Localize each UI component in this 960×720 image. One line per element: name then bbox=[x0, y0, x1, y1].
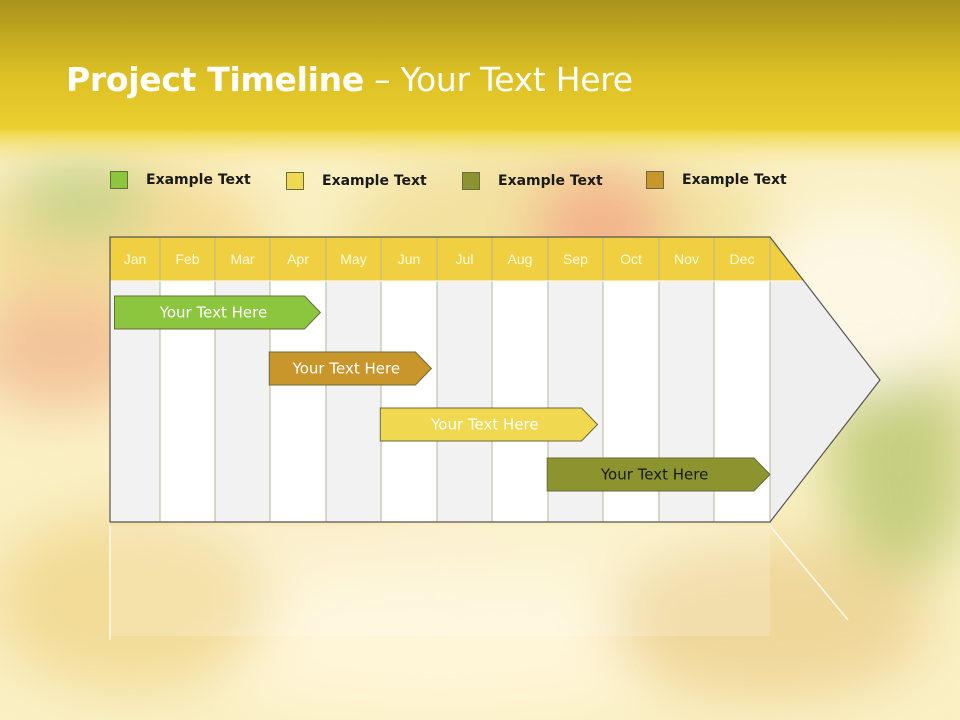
month-header-band bbox=[110, 237, 805, 281]
month-label: Jan bbox=[124, 251, 147, 267]
title-bold: Project Timeline bbox=[66, 60, 364, 99]
month-label: Jul bbox=[456, 251, 474, 267]
task-label: Your Text Here bbox=[430, 416, 538, 434]
timeline-outline bbox=[109, 236, 881, 523]
arrow-head bbox=[770, 281, 880, 522]
month-label: Dec bbox=[730, 251, 755, 267]
legend-swatch-1 bbox=[110, 171, 128, 189]
reflection-body bbox=[110, 526, 770, 636]
month-label: Feb bbox=[175, 251, 199, 267]
legend-label-2: Example Text bbox=[322, 173, 427, 189]
reflection-diagonal-edge bbox=[769, 525, 849, 621]
month-label: Oct bbox=[620, 251, 642, 267]
month-label: Aug bbox=[508, 251, 533, 267]
title-subtitle: Your Text Here bbox=[400, 60, 634, 99]
month-column bbox=[381, 281, 437, 522]
task-label: Your Text Here bbox=[600, 466, 708, 484]
month-label: Mar bbox=[230, 251, 254, 267]
legend-label-3: Example Text bbox=[498, 173, 603, 189]
month-label: Nov bbox=[674, 251, 699, 267]
task-bar bbox=[546, 457, 771, 492]
month-label: Sep bbox=[563, 251, 588, 267]
legend-swatch-4 bbox=[646, 171, 664, 189]
month-column bbox=[437, 281, 492, 522]
month-label: May bbox=[340, 251, 366, 267]
month-label: Jun bbox=[398, 251, 421, 267]
month-label: Apr bbox=[287, 251, 309, 267]
legend-swatch-2 bbox=[286, 172, 304, 190]
legend-swatch-3 bbox=[462, 172, 480, 190]
legend-label-1: Example Text bbox=[146, 172, 251, 188]
month-column bbox=[492, 281, 548, 522]
month-column bbox=[326, 281, 381, 522]
legend-label-4: Example Text bbox=[682, 172, 787, 188]
task-bar bbox=[114, 295, 322, 330]
title-separator: – bbox=[363, 60, 401, 99]
task-bar bbox=[268, 351, 433, 386]
slide-title: Project Timeline – Your Text Here bbox=[66, 60, 633, 99]
task-bar bbox=[379, 407, 599, 442]
task-label: Your Text Here bbox=[159, 304, 267, 322]
task-label: Your Text Here bbox=[292, 360, 400, 378]
